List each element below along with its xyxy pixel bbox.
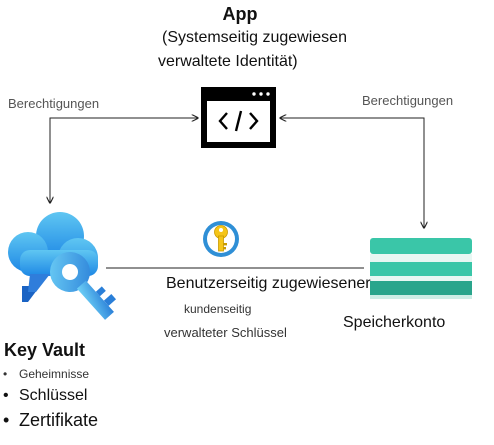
permissions-arrow-left: [50, 118, 198, 203]
key-vault-item-certificates: Zertifikate: [0, 408, 98, 432]
storage-account-icon: [370, 238, 472, 299]
key-vault-item-keys: Schlüssel: [0, 384, 98, 408]
app-subtitle-line1: (Systemseitig zugewiesen: [162, 29, 347, 46]
permissions-label-left: Berechtigungen: [8, 96, 100, 111]
cmk-label-line2: verwalteter Schlüssel: [164, 325, 287, 340]
permissions-arrow-right: [280, 118, 424, 228]
key-vault-item-secrets: Geheimnisse: [0, 364, 98, 384]
storage-account-label: Speicherkonto: [343, 314, 446, 331]
key-vault-title: Key Vault: [4, 340, 86, 360]
permissions-label-right: Berechtigungen: [362, 93, 454, 108]
key-vault-icon: [8, 212, 117, 320]
code-window-icon: [201, 87, 276, 148]
key-badge-icon: [203, 221, 239, 257]
user-assigned-identity-label: Benutzerseitig zugewiesener: [166, 275, 371, 292]
cmk-label-line1: kundenseitig: [184, 302, 252, 316]
app-title: App: [222, 4, 258, 24]
key-vault-items: Geheimnisse Schlüssel Zertifikate: [0, 364, 98, 432]
app-subtitle-line2: verwaltete Identität): [158, 53, 298, 70]
